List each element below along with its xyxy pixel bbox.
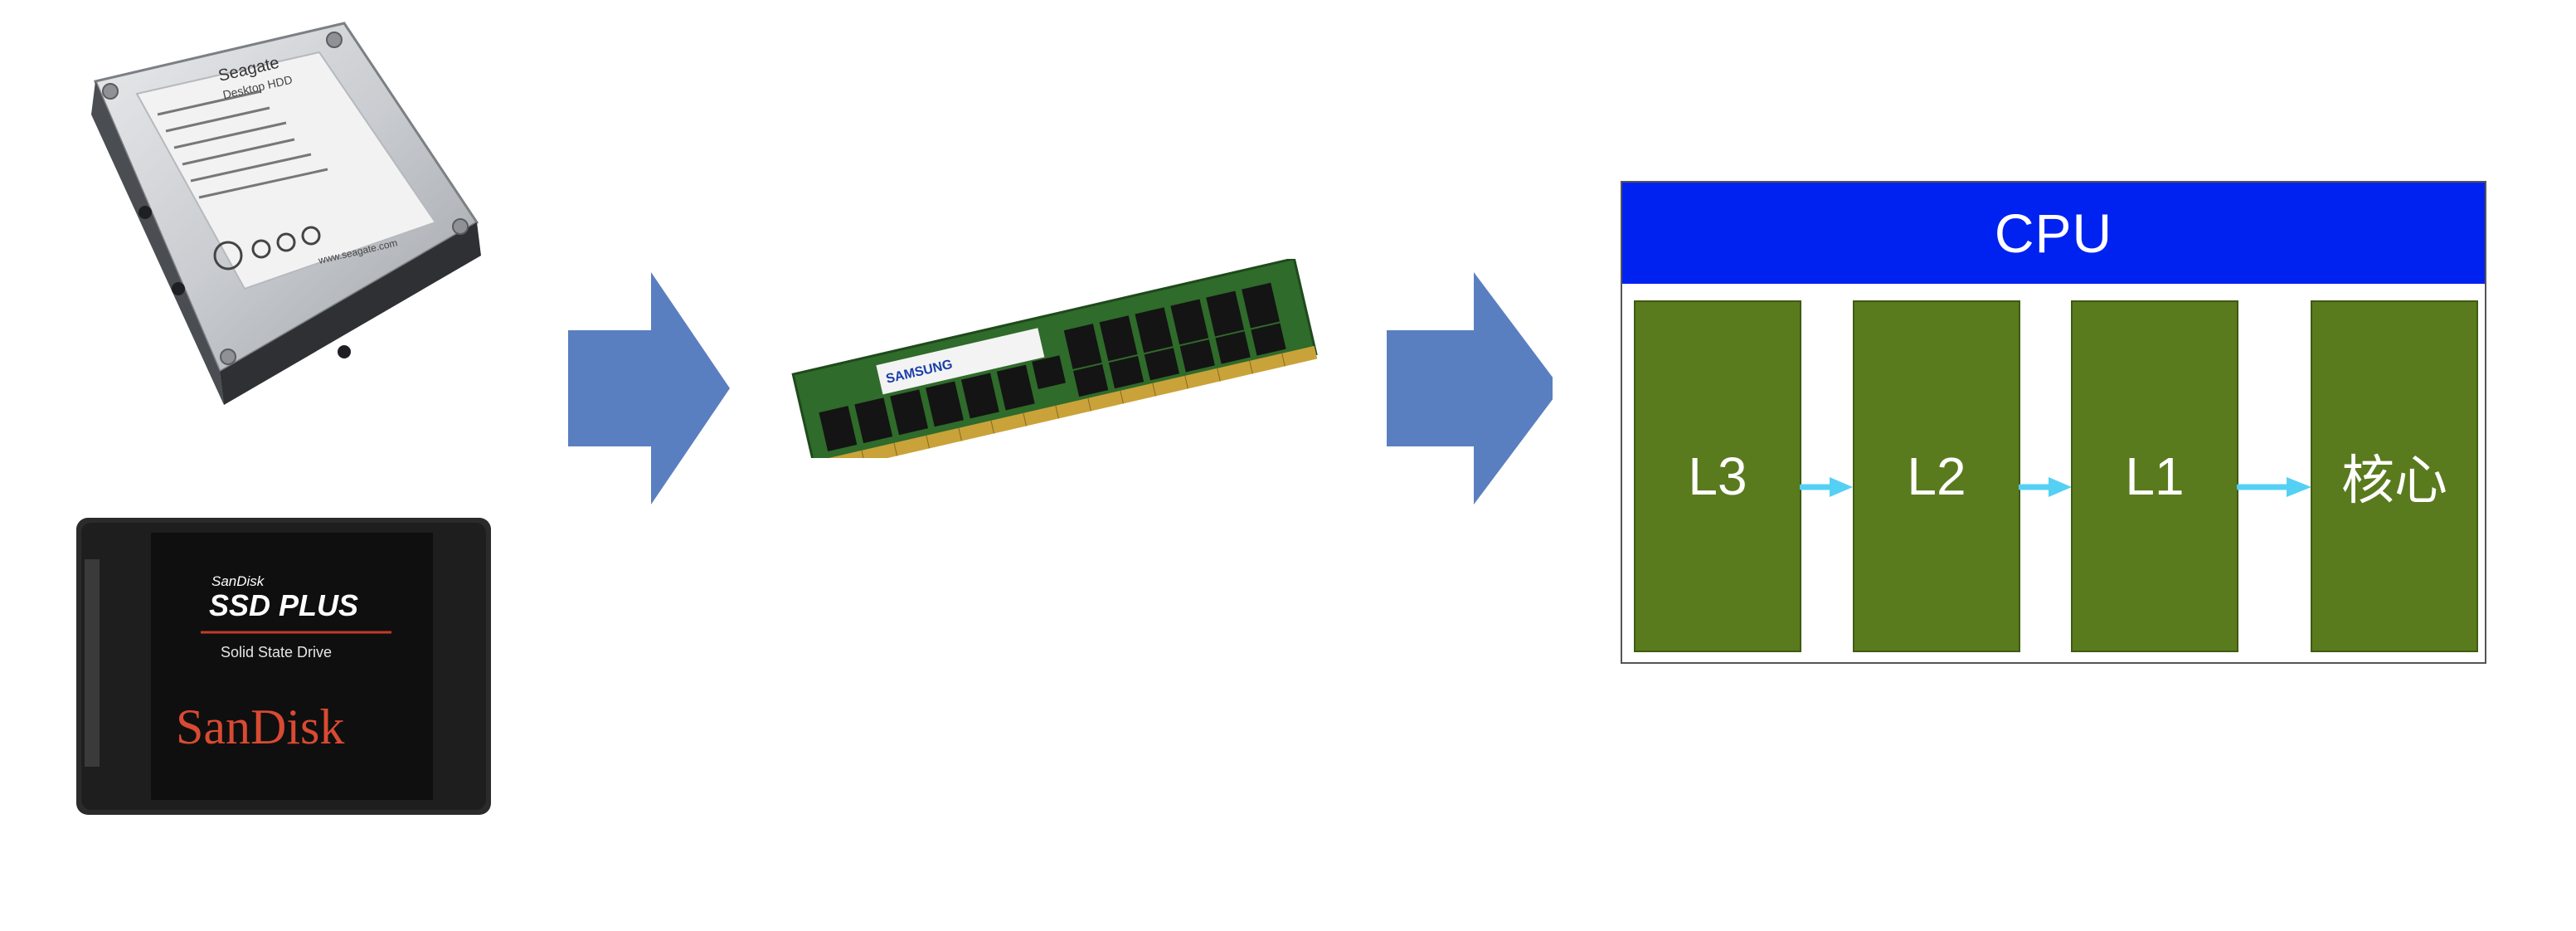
ssd-model-text: SSD PLUS	[209, 588, 358, 622]
right-arrow-icon	[1387, 272, 1553, 504]
ssd-subtitle-text: Solid State Drive	[221, 644, 332, 660]
small-right-arrow-icon	[2237, 477, 2311, 497]
solid-state-drive-image: SanDisk SSD PLUS Solid State Drive SanDi…	[76, 518, 491, 815]
ssd-logo-text: SanDisk	[176, 699, 344, 754]
ssd-brand-small-text: SanDisk	[211, 573, 265, 589]
cpu-diagram: CPU L3 L2 L1 核心	[1621, 181, 2486, 664]
l2-cache-block: L2	[1853, 300, 2020, 652]
ram-module-image: SAMSUNG	[791, 259, 1318, 458]
small-right-arrow-icon	[2019, 477, 2072, 497]
l1-cache-block: L1	[2071, 300, 2238, 652]
cpu-title: CPU	[1622, 183, 2485, 284]
small-right-arrow-icon	[1800, 477, 1853, 497]
hard-disk-drive-image: Seagate Desktop HDD www.seagate.com	[91, 22, 481, 405]
l3-cache-block: L3	[1634, 300, 1801, 652]
right-arrow-icon	[568, 272, 730, 504]
cpu-core-block: 核心	[2311, 300, 2478, 652]
